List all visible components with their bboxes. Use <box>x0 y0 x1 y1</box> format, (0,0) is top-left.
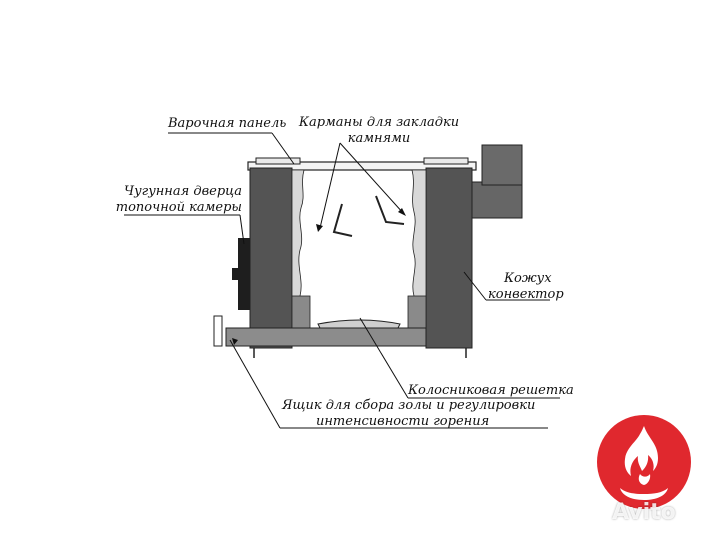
label-casing-1: Кожух <box>504 271 552 286</box>
grate <box>317 319 401 329</box>
label-ash-box-2: интенсивности горения <box>316 414 490 429</box>
label-casing-2: конвектор <box>488 287 564 302</box>
label-stone-pockets-2: камнями <box>347 131 411 146</box>
avito-watermark: Avito <box>612 500 676 525</box>
lining-left <box>291 169 305 301</box>
cooking-panel-plate <box>247 161 477 171</box>
fire-badge <box>597 415 691 509</box>
label-grate: Колосниковая решетка <box>408 383 574 398</box>
label-cooking-panel: Варочная панель <box>168 116 287 131</box>
flue-pipe <box>469 144 523 219</box>
label-door-1: Чугунная дверца <box>124 184 242 199</box>
ash-box <box>225 327 427 347</box>
arrowheads <box>232 208 406 345</box>
lining-right <box>411 169 427 301</box>
stone-pocket-right <box>375 195 405 225</box>
right-wall-casing <box>425 167 473 349</box>
firebox-door <box>232 238 250 310</box>
left-wall <box>249 167 293 349</box>
label-door-2: топочной камеры <box>115 200 242 215</box>
fire-icon <box>620 426 668 500</box>
stone-pocket-left <box>332 203 353 237</box>
label-stone-pockets-1: Карманы для закладки <box>298 115 460 130</box>
leader-lines <box>124 132 560 429</box>
label-ash-box-1: Ящик для сбора золы и регулировки <box>282 398 536 413</box>
